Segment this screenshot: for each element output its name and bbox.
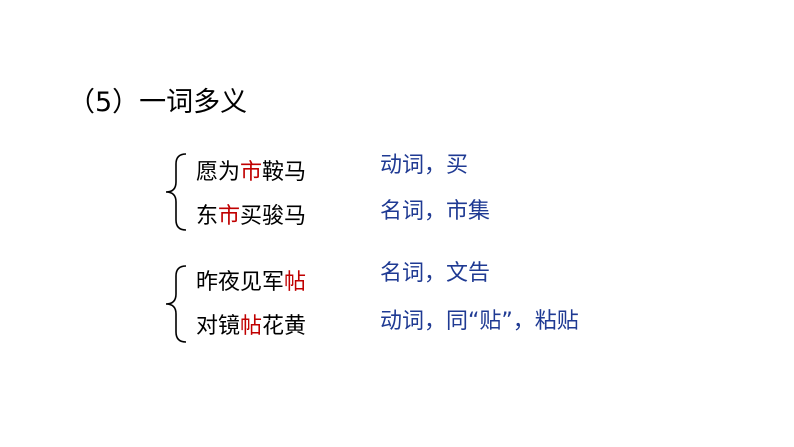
meaning-1: 动词，买 — [380, 153, 469, 178]
meaning-4: 动词，同“贴”，粘贴 — [380, 309, 579, 334]
highlighted-word: 市 — [218, 204, 241, 229]
meaning-2: 名词，市集 — [380, 199, 491, 224]
sentence-2: 东市买骏马 — [196, 204, 307, 229]
highlighted-word: 市 — [240, 160, 263, 185]
section-title: （5）一词多义 — [68, 87, 248, 118]
sentence-3: 昨夜见军帖 — [196, 270, 307, 295]
highlighted-word: 帖 — [284, 270, 307, 295]
meaning-3: 名词，文告 — [380, 261, 491, 286]
sentence-4: 对镜帖花黄 — [196, 314, 307, 339]
left-brace — [165, 265, 187, 343]
left-brace — [165, 153, 187, 231]
sentence-1: 愿为市鞍马 — [196, 160, 307, 185]
highlighted-word: 帖 — [240, 314, 263, 339]
